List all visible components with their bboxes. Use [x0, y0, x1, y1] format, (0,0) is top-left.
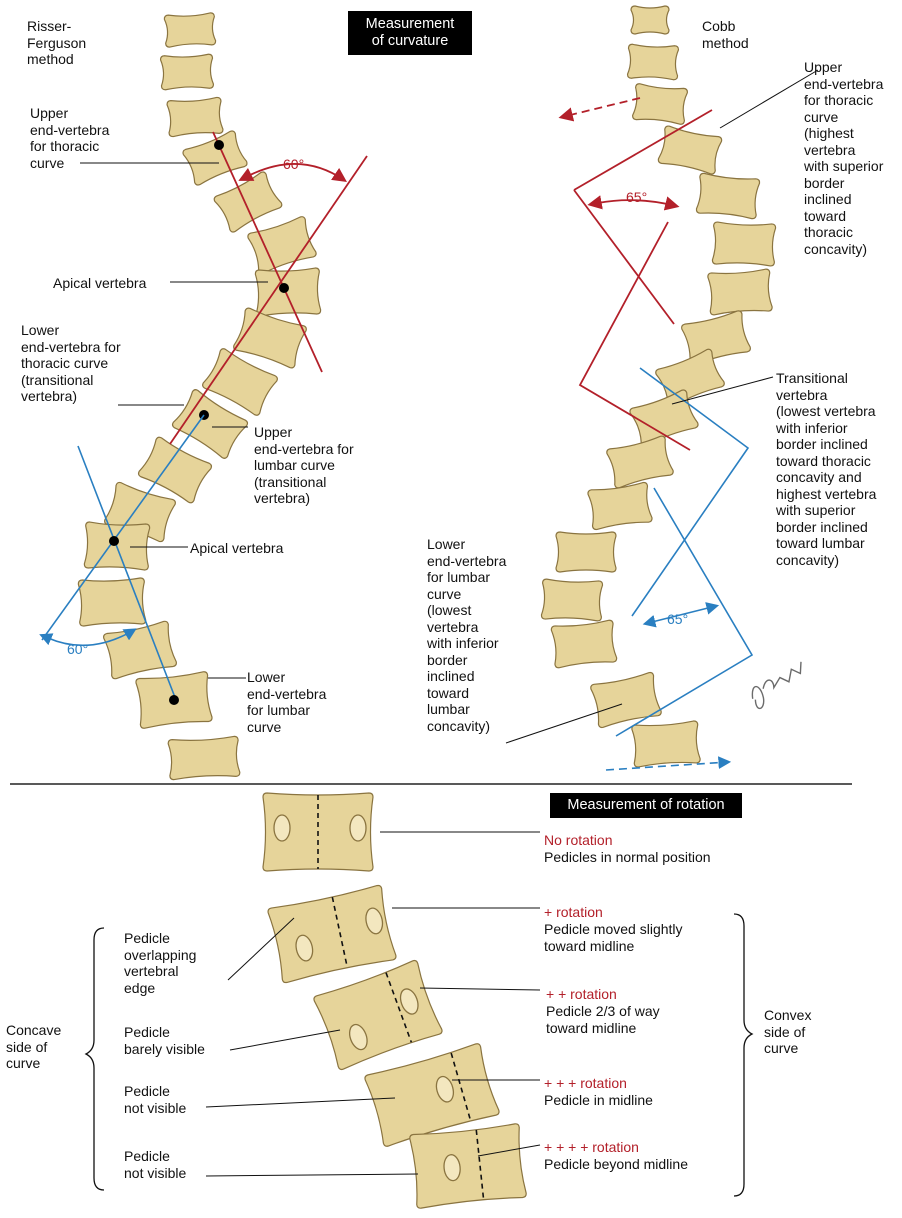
vertebra-right [556, 532, 616, 572]
leader-line [206, 1174, 418, 1176]
landmark-dot [279, 283, 289, 293]
landmark-dot [109, 536, 119, 546]
rotation-desc-3: Pedicle in midline [544, 1092, 653, 1109]
rotation-desc-4: Pedicle beyond midline [544, 1156, 688, 1173]
curvature-banner: Measurement of curvature [348, 11, 472, 55]
upper-end-vertebra-thoracic-label: Upper end-vertebra for thoracic curve [30, 105, 109, 171]
landmark-dot [169, 695, 179, 705]
angle-lumbar-cobb: 65° [667, 611, 688, 627]
vertebra-left [168, 736, 240, 780]
cobb-transitional-vertebra-label: Transitional vertebra (lowest vertebra w… [776, 370, 876, 568]
vertebra-right [627, 44, 678, 80]
rotation-desc-1: Pedicle moved slightly toward midline [544, 921, 683, 954]
pedicle-not-visible-label-1: Pedicle not visible [124, 1083, 186, 1116]
vertebra-right [708, 269, 773, 315]
rotation-vertebra-4 [409, 1123, 526, 1208]
vertebra-right [590, 672, 662, 728]
rotation-grade-1: + rotation [544, 904, 603, 921]
apical-vertebra-lumbar-label: Apical vertebra [190, 540, 283, 557]
vertebra-right [606, 435, 674, 488]
vertebra-right [632, 83, 687, 124]
upper-end-vertebra-lumbar-label: Upper end-vertebra for lumbar curve (tra… [254, 424, 354, 507]
leader-line [230, 1030, 340, 1050]
rotation-desc-0: Pedicles in normal position [544, 849, 711, 866]
cobb-method-label: Cobb method [702, 18, 749, 51]
landmark-dot [214, 140, 224, 150]
rotation-grade-0: No rotation [544, 832, 612, 849]
vertebra-left [164, 13, 216, 48]
angle-lumbar-risser: 60° [67, 641, 88, 657]
convex-brace [734, 914, 752, 1196]
vertebra-right [541, 579, 602, 621]
rotation-grade-4: + + + + rotation [544, 1139, 639, 1156]
rotation-vertebra-2 [313, 960, 443, 1071]
vertebra-right [588, 482, 653, 530]
vertebra-left [160, 54, 213, 90]
vertebra-right [696, 173, 760, 219]
risser-ferguson-method-label: Risser- Ferguson method [27, 18, 86, 68]
vertebra-right [632, 721, 701, 768]
rotation-banner: Measurement of rotation [550, 793, 742, 818]
vertebra-right [631, 6, 669, 34]
pedicle-barely-visible-label: Pedicle barely visible [124, 1024, 205, 1057]
concave-brace [86, 928, 104, 1190]
pedicle-overlapping-label: Pedicle overlapping vertebral edge [124, 930, 196, 996]
pedicle-icon [274, 815, 290, 841]
vertebra-left [213, 171, 283, 234]
pedicle-not-visible-label-2: Pedicle not visible [124, 1148, 186, 1181]
angle-thoracic-risser: 60° [283, 156, 304, 172]
concave-side-label: Concave side of curve [6, 1022, 61, 1072]
leader-line [420, 988, 540, 990]
lower-end-vertebra-thoracic-label: Lower end-vertebra for thoracic curve (t… [21, 322, 121, 405]
angle-thoracic-cobb: 65° [626, 189, 647, 205]
apical-vertebra-thoracic-label: Apical vertebra [53, 275, 146, 292]
vertebra-left [167, 97, 223, 137]
cobb-lower-end-vertebra-label: Lower end-vertebra for lumbar curve (low… [427, 536, 506, 734]
rotation-vertebra-0 [263, 793, 373, 871]
pedicle-icon [350, 815, 366, 841]
vertebra-right [551, 620, 617, 668]
lower-end-vertebra-lumbar-label: Lower end-vertebra for lumbar curve [247, 669, 326, 735]
rotation-desc-2: Pedicle 2/3 of way toward midline [546, 1003, 660, 1036]
cobb-upper-end-vertebra-label: Upper end-vertebra for thoracic curve (h… [804, 59, 883, 257]
convex-side-label: Convex side of curve [764, 1007, 811, 1057]
vertebra-left [103, 621, 177, 680]
rotation-vertebra-1 [267, 885, 396, 983]
vertebra-right [712, 222, 775, 266]
rotation-grade-3: + + + rotation [544, 1075, 627, 1092]
vertebra-right [658, 125, 723, 174]
cobb-direction-arrow-top [562, 98, 640, 117]
leader-line [206, 1098, 395, 1107]
vertebra-left [255, 268, 321, 316]
signature-mark [748, 662, 811, 710]
vertebra-left [78, 578, 146, 626]
rotation-grade-2: + + rotation [546, 986, 617, 1003]
